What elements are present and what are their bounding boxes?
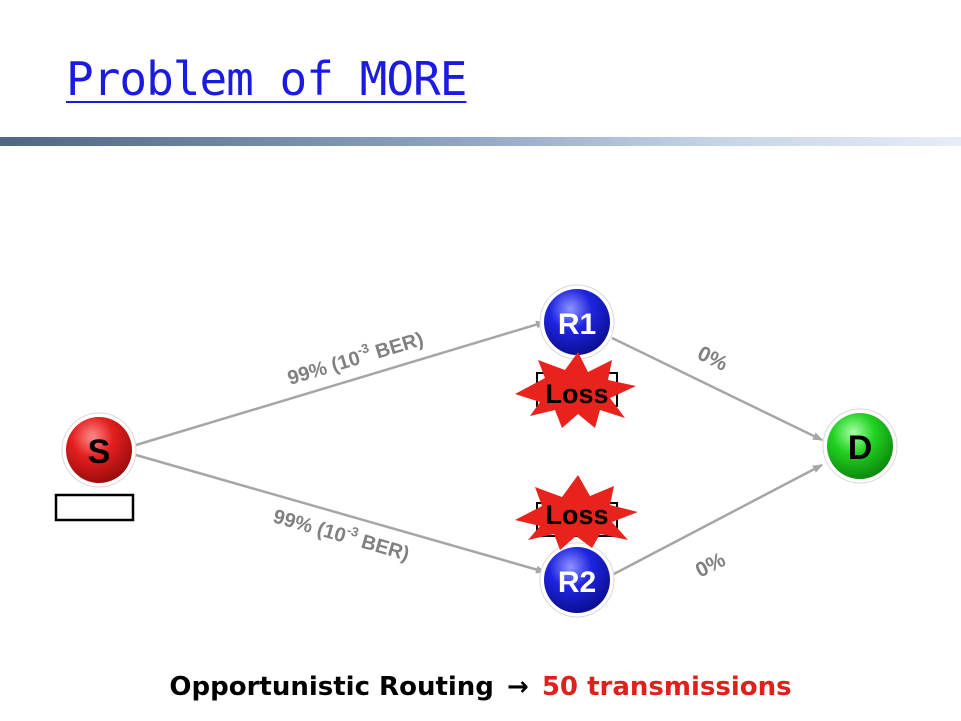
right-arrow-icon: → [506,672,529,702]
edge-s-r1 [135,320,546,447]
node-r2-label: R2 [558,566,596,599]
node-s-label: S [88,433,111,471]
edge-r2-d [611,463,823,577]
edge-s-r2 [135,453,546,574]
title-divider [0,137,961,146]
link-label-r2-d: 0% [692,548,730,582]
loss-label-r1: Loss [545,379,608,409]
loss-burst-r1: Loss [515,352,636,428]
node-s: S [61,412,137,488]
slide-title: Problem of MORE [66,52,467,106]
caption: Opportunistic Routing → 50 transmissions [0,672,961,702]
caption-prefix: Opportunistic Routing [169,672,494,702]
loss-label-r2: Loss [545,500,608,530]
link-label-r1-d: 0% [694,342,732,376]
caption-highlight: 50 transmissions [541,672,792,702]
link-label-s-r2: 99% (10-3 BER) [271,502,413,566]
loss-burst-r2: Loss [515,475,638,550]
node-r1-label: R1 [558,308,596,341]
node-r1: R1 [539,284,615,360]
node-r2: R2 [539,542,615,618]
node-d: D [822,408,898,484]
packet-box [54,493,135,522]
node-d-label: D [848,429,873,467]
edge-r1-d [611,336,823,442]
